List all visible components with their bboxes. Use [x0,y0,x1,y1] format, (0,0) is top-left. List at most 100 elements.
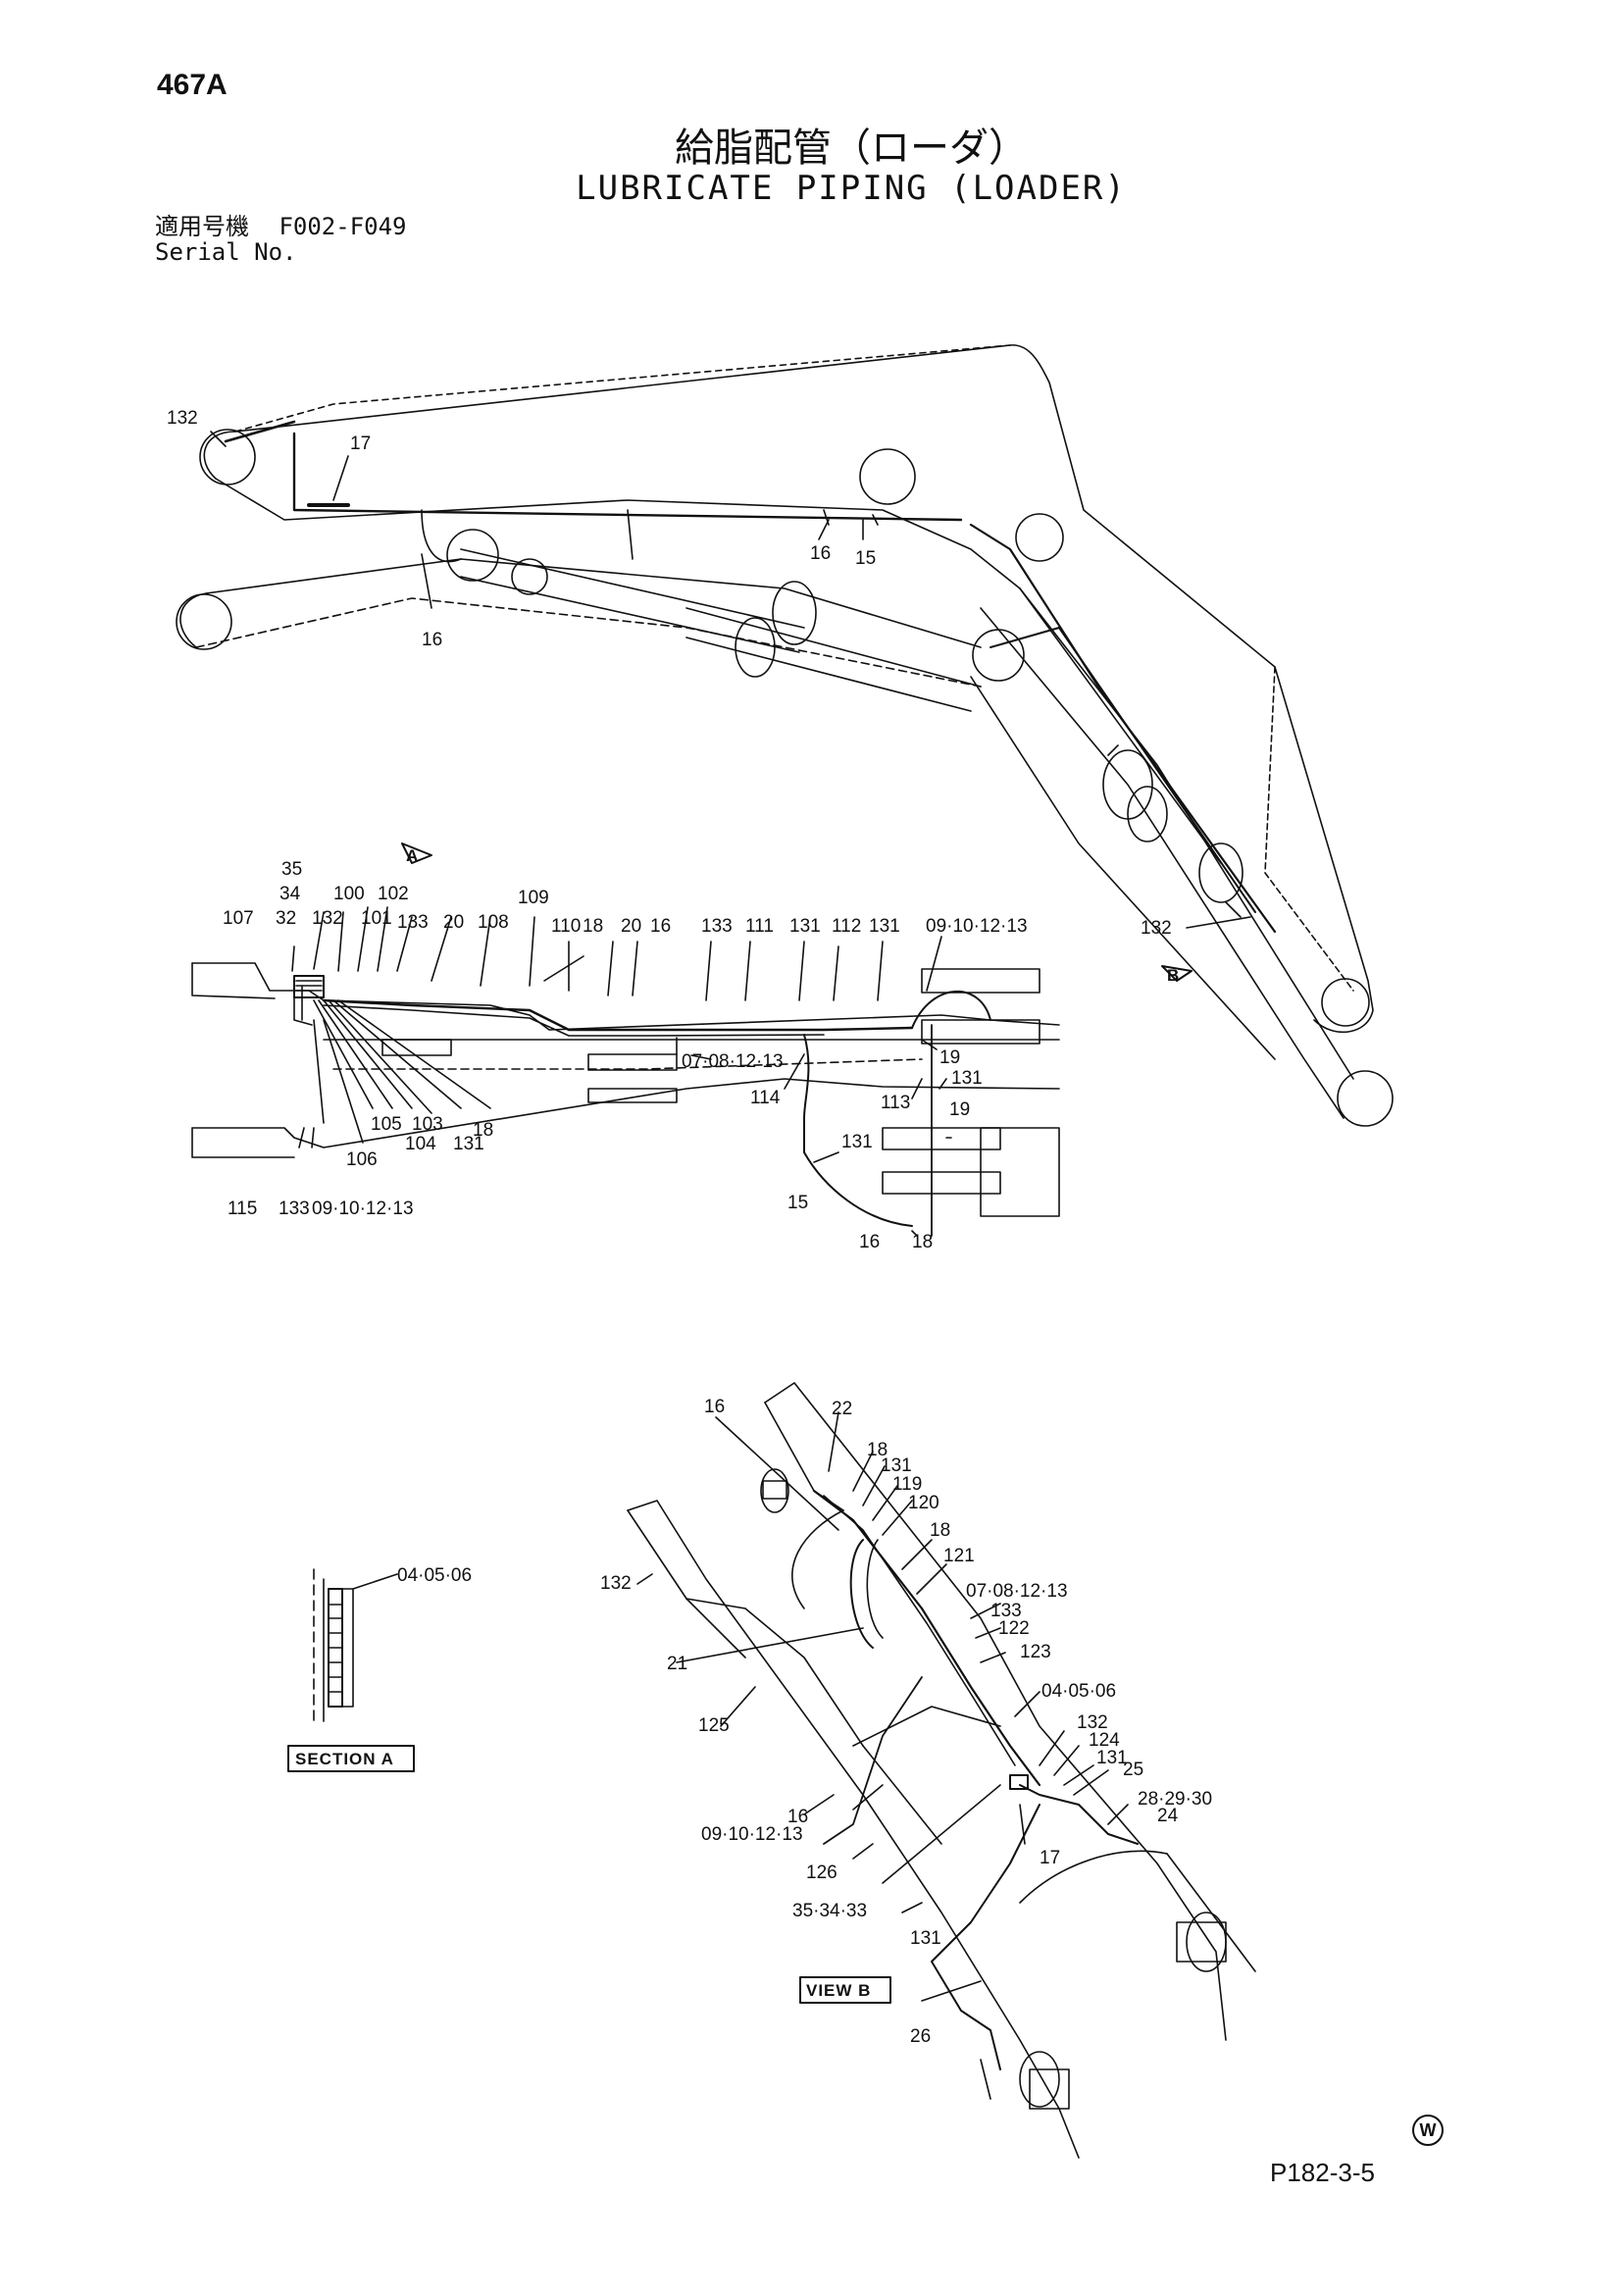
callout-104: 104 [405,1134,436,1154]
callout-109: 109 [518,888,549,908]
callout-28-29-30: 28·29·30 [1138,1789,1212,1810]
callout-16: 16 [650,916,671,937]
view-b-label: VIEW B [806,1981,871,2000]
callout-131: 131 [869,916,900,937]
frame-plan-view [191,906,1060,1237]
callout-119: 119 [892,1474,922,1495]
callout-18: 18 [473,1120,493,1141]
callout-09-10-12-13: 09·10·12·13 [312,1199,414,1219]
callout-132: 132 [1141,918,1172,939]
callout-131: 131 [453,1134,484,1154]
section-a-detail [287,1568,415,1772]
callout-07-08-12-13: 07·08·12·13 [966,1581,1068,1602]
callout-16: 16 [810,543,831,564]
callout-18: 18 [867,1440,888,1460]
callout-131: 131 [841,1132,873,1152]
callout-26: 26 [910,2026,931,2047]
callout-106: 106 [346,1149,378,1170]
callout-18: 18 [583,916,603,937]
callout-103: 103 [412,1114,443,1135]
callout-17: 17 [350,434,371,454]
callout-131: 131 [789,916,821,937]
callout-18: 18 [930,1520,950,1541]
callout-25: 25 [1123,1760,1143,1780]
serial-row: 適用号機 F002-F049 [155,214,407,239]
callout-112: 112 [832,916,861,937]
callout-121: 121 [943,1546,975,1566]
callout-21: 21 [667,1654,687,1674]
view-b-detail [627,1382,1256,2159]
callout-16: 16 [859,1232,880,1252]
top-view-callouts: 132 17 16 16 15 132 [167,408,1172,939]
callout-133: 133 [397,912,429,933]
serial-label-en: Serial No. [155,238,297,266]
callout-124: 124 [1089,1730,1120,1751]
callout-19: 19 [949,1099,970,1120]
callout-133: 133 [990,1601,1022,1621]
callout-34: 34 [279,884,301,904]
section-a-callouts: 04·05·06 SECTION A [295,1565,472,1768]
callout-122: 122 [998,1618,1030,1639]
plan-view-callouts: 35 34 32 132 100 101 102 133 20 108 109 … [223,859,1028,1252]
callout-100: 100 [333,884,365,904]
callout-111: 111 [745,916,774,937]
callout-15: 15 [855,548,876,569]
callout-16: 16 [787,1807,808,1827]
callout-113: 113 [881,1093,910,1113]
callout-32: 32 [276,908,296,929]
callout-110: 110 [551,916,581,937]
callout-35-34-33: 35·34·33 [792,1901,867,1921]
callout-126: 126 [806,1862,837,1883]
serial-info: 適用号機 F002-F049 Serial No. [155,214,407,265]
callout-17: 17 [1040,1848,1060,1868]
callout-131: 131 [910,1928,941,1949]
callout-108: 108 [478,912,509,933]
callout-18: 18 [912,1232,933,1252]
callout-16: 16 [422,630,442,650]
callout-131: 131 [951,1068,983,1089]
callout-16: 16 [704,1397,725,1417]
callout-20: 20 [621,916,641,937]
callout-07-08-12-13: 07·08·12·13 [682,1051,784,1072]
callout-115: 115 [228,1199,257,1219]
callout-133: 133 [279,1199,310,1219]
callout-102: 102 [378,884,409,904]
callout-09-10-12-13: 09·10·12·13 [926,916,1028,937]
arrow-b-label: B [1167,966,1180,985]
callout-131: 131 [1096,1748,1128,1768]
callout-105: 105 [371,1114,402,1135]
callout-132: 132 [600,1573,632,1594]
callout-132: 132 [312,908,343,929]
callout-101: 101 [361,908,392,929]
callout-131: 131 [881,1455,912,1476]
callout-125: 125 [698,1715,730,1736]
title-japanese: 給脂配管（ローダ） [675,126,1028,171]
callout-114: 114 [750,1088,781,1108]
serial-label-jp: 適用号機 [155,213,249,240]
loader-arm-side-view [176,344,1394,1127]
callout-24: 24 [1157,1806,1179,1826]
callout-133: 133 [701,916,733,937]
callout-22: 22 [832,1399,852,1419]
callout-120: 120 [908,1493,939,1513]
section-a-label: SECTION A [295,1750,394,1768]
callout-09-10-12-13: 09·10·12·13 [701,1824,803,1845]
callout-19: 19 [939,1047,960,1068]
title-english: LUBRICATE PIPING (LOADER) [576,169,1127,208]
callout-107: 107 [223,908,254,929]
callout-04-05-06: 04·05·06 [1041,1681,1116,1702]
callout-15: 15 [787,1193,808,1213]
callout-35: 35 [281,859,302,880]
page-number: 467A [157,69,228,101]
view-b-callouts: 16 22 18 131 119 120 18 121 132 07·08·12… [600,1397,1212,2047]
part-code: P182-3-5 [1270,2158,1375,2187]
serial-range: F002-F049 [279,213,407,240]
w-mark-icon: W [1412,2115,1444,2146]
callout-20: 20 [443,912,464,933]
callout-04-05-06: 04·05·06 [397,1565,472,1586]
arrow-a-label: A [406,846,419,865]
callout-132: 132 [1077,1712,1108,1733]
callout-123: 123 [1020,1642,1051,1662]
callout-132: 132 [167,408,198,429]
